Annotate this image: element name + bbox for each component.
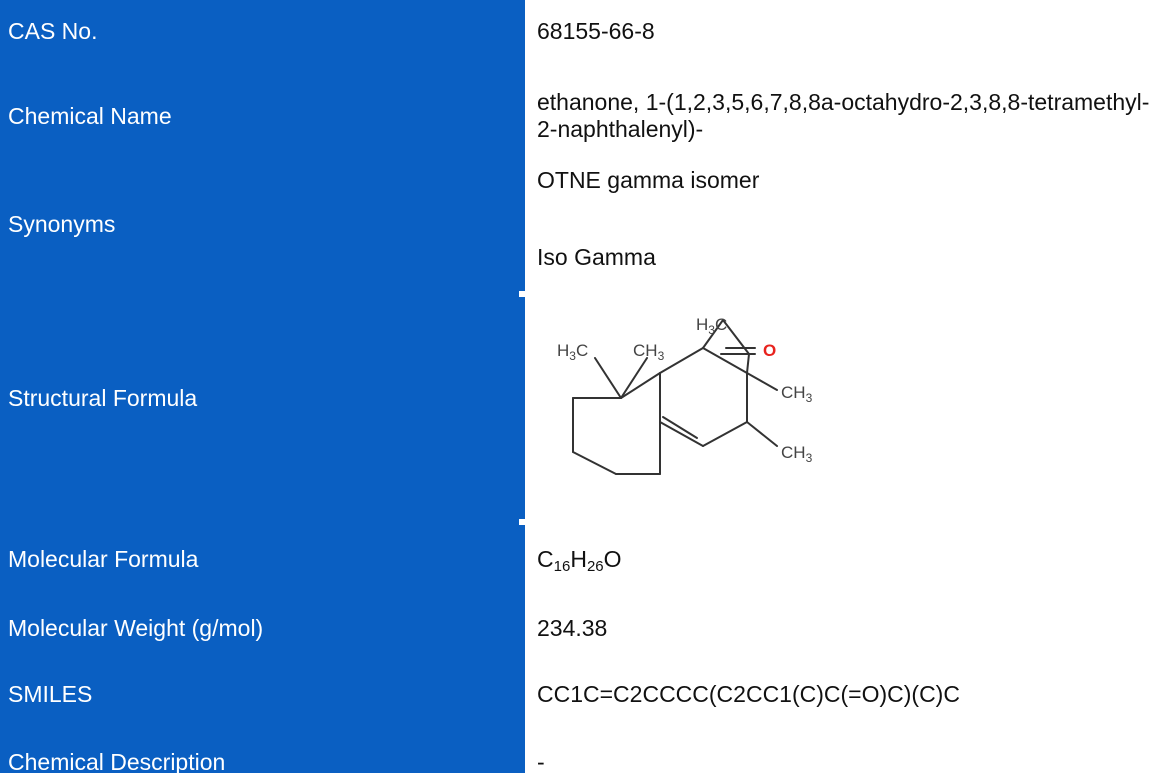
value-cas: 68155-66-8	[537, 18, 655, 44]
atom-ch3-top: CH3	[633, 341, 665, 363]
atom-h3c-acetyl: H3C	[696, 315, 727, 337]
formula-h-count: 26	[586, 558, 604, 575]
formula-c-count: 16	[553, 558, 571, 575]
label-chemical-description: Chemical Description	[8, 749, 226, 775]
value-molecular-formula: C16H26O	[537, 545, 622, 575]
value-chemical-name: ethanone, 1-(1,2,3,5,6,7,8,8a-octahydro-…	[537, 89, 1150, 142]
value-synonym-1: OTNE gamma isomer	[537, 167, 760, 193]
formula-o: O	[603, 546, 622, 572]
value-synonym-2: Iso Gamma	[537, 244, 656, 270]
atom-oxygen: O	[763, 341, 776, 360]
structural-formula-image: H3C CH3 H3C CH3 CH3 O	[557, 315, 813, 475]
formula-c: C	[537, 546, 554, 572]
column-notch	[519, 519, 525, 525]
value-molecular-weight: 234.38	[537, 615, 608, 641]
atom-ch3-bottom: CH3	[781, 443, 813, 465]
label-column	[0, 0, 525, 773]
label-structural-formula: Structural Formula	[8, 385, 198, 411]
formula-h: H	[570, 546, 587, 572]
atom-h3c-left: H3C	[557, 341, 588, 363]
value-smiles: CC1C=C2CCCC(C2CC1(C)C(=O)C)(C)C	[537, 681, 960, 707]
value-chemical-description: -	[537, 749, 545, 775]
column-notch	[519, 291, 525, 297]
label-molecular-formula: Molecular Formula	[8, 546, 199, 572]
atom-ch3-middle: CH3	[781, 383, 813, 405]
label-cas: CAS No.	[8, 18, 98, 44]
label-molecular-weight: Molecular Weight (g/mol)	[8, 615, 264, 641]
label-smiles: SMILES	[8, 681, 93, 707]
label-chemical-name: Chemical Name	[8, 103, 172, 129]
label-synonyms: Synonyms	[8, 211, 116, 237]
